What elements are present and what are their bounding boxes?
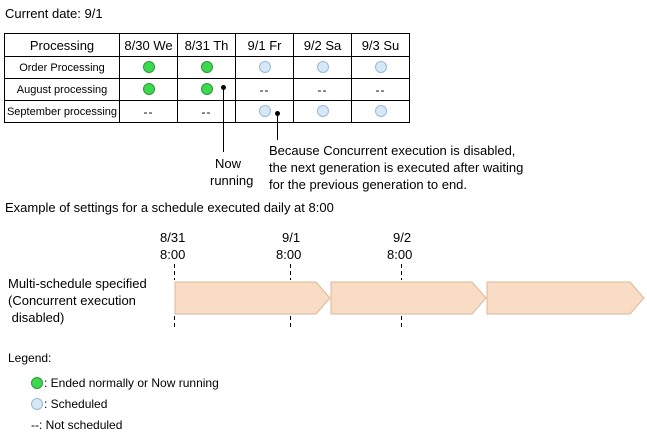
generation-arrow <box>330 281 487 315</box>
legend-item: : Scheduled <box>44 397 108 411</box>
scheduled-icon <box>258 61 271 74</box>
generation-arrow <box>174 281 331 315</box>
tick-guides <box>174 264 402 330</box>
ended-normally-icon <box>142 61 155 74</box>
now-running-icon <box>200 83 213 96</box>
tick-time: 8:00 <box>387 247 413 262</box>
scheduled-icon <box>374 61 387 74</box>
waiting-marker <box>275 111 280 116</box>
row-label: Order Processing <box>4 56 120 79</box>
not-scheduled-mark: -- <box>143 104 154 119</box>
now-running-marker <box>221 85 226 90</box>
tick-time: 8:00 <box>160 247 186 262</box>
table-header-row: Processing 8/30 We 8/31 Th 9/1 Fr 9/2 Sa… <box>4 33 410 57</box>
not-scheduled-mark: -- <box>201 104 212 119</box>
table-cell <box>293 100 352 123</box>
row-label: September processing <box>4 100 120 123</box>
tick-time: 8:00 <box>276 247 302 262</box>
scheduled-icon <box>316 105 329 118</box>
scheduled-icon <box>374 105 387 118</box>
tick-date: 9/1 <box>282 230 301 245</box>
not-scheduled-mark: -- <box>259 82 270 97</box>
header-processing: Processing <box>4 33 120 57</box>
table-row: August processing -- -- -- <box>4 78 410 101</box>
table-cell <box>351 56 410 79</box>
table-cell <box>235 56 294 79</box>
example-title: Example of settings for a schedule execu… <box>5 200 334 215</box>
generation-arrow <box>486 281 645 315</box>
current-date: Current date: 9/1 <box>5 6 103 21</box>
ended-normally-icon <box>200 61 213 74</box>
legend-title: Legend: <box>8 351 52 365</box>
timeline-label-line1: Multi-schedule specified <box>8 276 147 291</box>
header-day: 8/30 We <box>119 33 178 57</box>
timeline-label-line3: disabled) <box>8 310 65 325</box>
ended-normally-icon <box>142 83 155 96</box>
schedule-table: Processing 8/30 We 8/31 Th 9/1 Fr 9/2 Sa… <box>4 33 410 123</box>
legend-item: : Ended normally or Now running <box>44 376 219 390</box>
waiting-leader-line <box>277 115 278 140</box>
scheduled-icon <box>258 105 271 118</box>
concurrent-note-line2: the next generation is executed after wa… <box>269 160 524 175</box>
scheduled-icon <box>316 61 329 74</box>
table-row: Order Processing <box>4 56 410 79</box>
concurrent-note-line3: for the previous generation to end. <box>269 177 468 192</box>
ended-normally-icon <box>31 377 43 389</box>
scheduled-icon <box>31 398 43 410</box>
legend-item: --: Not scheduled <box>31 418 123 432</box>
concurrent-note-line1: Because Concurrent execution is disabled… <box>269 143 516 158</box>
table-row: September processing -- -- <box>4 100 410 123</box>
tick-date: 9/2 <box>393 230 412 245</box>
header-day: 8/31 Th <box>177 33 236 57</box>
not-scheduled-mark: -- <box>375 82 386 97</box>
timeline-label-line2: (Concurrent execution <box>8 293 136 308</box>
not-scheduled-mark: -- <box>317 82 328 97</box>
table-cell <box>351 100 410 123</box>
now-running-label-line1: Now <box>215 156 242 171</box>
now-running-leader-line <box>223 89 224 152</box>
tick-date: 8/31 <box>160 230 186 245</box>
header-day: 9/1 Fr <box>235 33 294 57</box>
now-running-label-line2: running <box>210 173 254 188</box>
